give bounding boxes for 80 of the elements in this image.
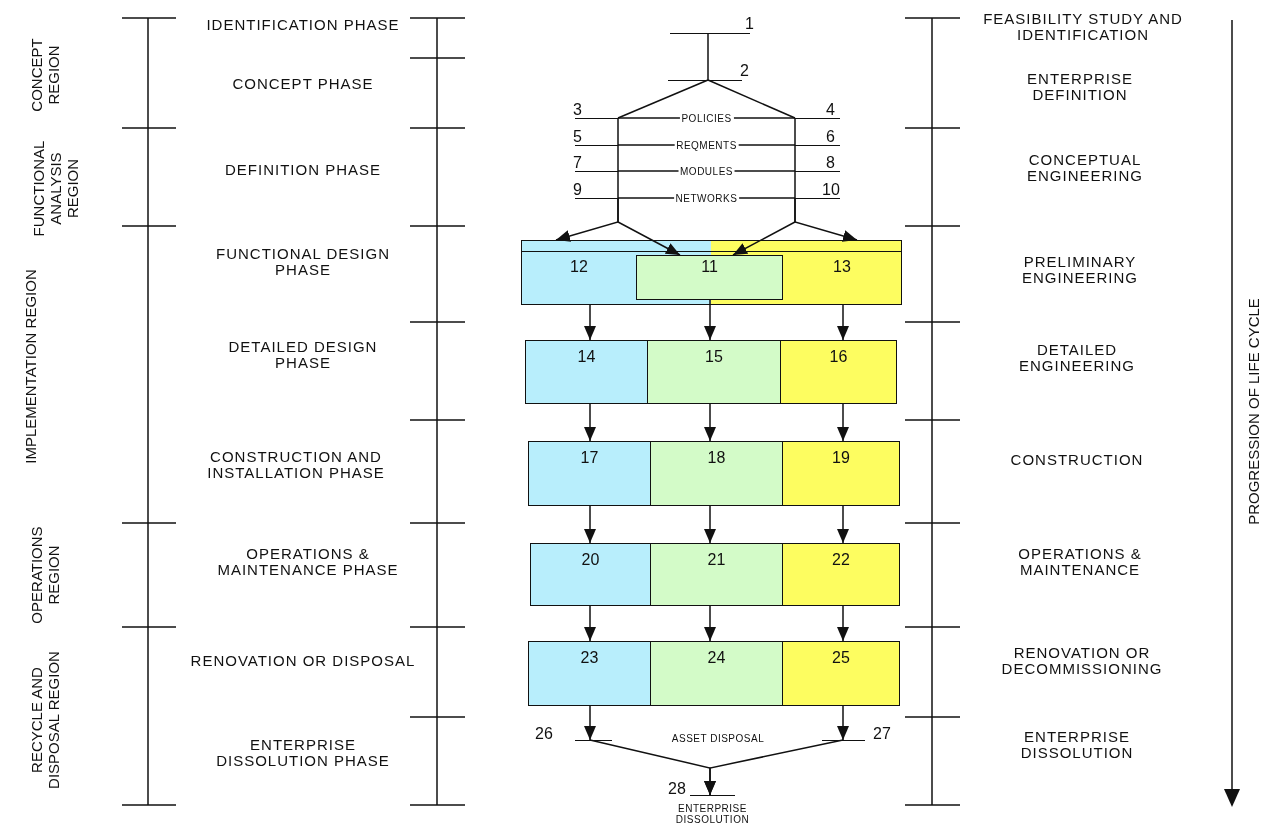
arrow [704, 299, 716, 341]
stage-label: CONCEPTUAL ENGINEERING [1026, 152, 1144, 184]
connector-line [617, 117, 619, 146]
stage-label: ENTERPRISE DEFINITION [1026, 71, 1134, 103]
rotated-label: FUNCTIONAL ANALYSIS REGION [29, 139, 81, 239]
process-box: 11 [636, 255, 783, 300]
rotated-label: RECYCLE AND DISPOSAL REGION [28, 650, 62, 790]
stage-label: CONSTRUCTION [1009, 452, 1145, 468]
arrow [584, 304, 596, 341]
process-box: 22 [782, 543, 900, 606]
arrow [794, 197, 858, 242]
callout-number: 8 [826, 155, 835, 171]
callout-number: 6 [826, 129, 835, 145]
process-box: 14 [525, 340, 648, 404]
process-box: 20 [530, 543, 651, 606]
stage-label: CONSTRUCTION AND INSTALLATION PHASE [206, 449, 386, 481]
connector-line [617, 170, 619, 199]
arrow [837, 705, 849, 741]
process-box: 19 [782, 441, 900, 506]
connector-line [617, 79, 709, 119]
arrow [704, 605, 716, 642]
callout-number: 3 [573, 102, 582, 118]
arrow [837, 304, 849, 341]
connector-line [794, 117, 796, 146]
callout-number: 9 [573, 182, 582, 198]
process-box: 21 [650, 543, 783, 606]
callout-number: 1 [745, 16, 754, 32]
edge-label: REQMENTS [674, 139, 739, 151]
rotated-label: OPERATIONS REGION [28, 525, 62, 625]
process-box: 18 [650, 441, 783, 506]
process-box: 25 [782, 641, 900, 706]
rotated-label: PROGRESSION OF LIFE CYCLE [1244, 297, 1262, 527]
connector-line [794, 170, 796, 199]
arrow [704, 739, 844, 796]
callout-number: 4 [826, 102, 835, 118]
arrow [704, 505, 716, 544]
process-box: 16 [780, 340, 897, 404]
edge-label: MODULES [678, 165, 735, 177]
stage-label: FUNCTIONAL DESIGN PHASE [215, 246, 391, 278]
stage-label: ENTERPRISE DISSOLUTION [1019, 729, 1135, 761]
edge-label: POLICIES [679, 112, 734, 124]
stage-label: ENTERPRISE DISSOLUTION PHASE [215, 737, 391, 769]
callout-number: 7 [573, 155, 582, 171]
stage-label: RENOVATION OR DISPOSAL [189, 653, 417, 669]
connector-line [707, 32, 709, 81]
process-box: 23 [528, 641, 651, 706]
stage-label: RENOVATION OR DECOMMISSIONING [1000, 645, 1164, 677]
callout-number: 28 [668, 781, 686, 797]
stage-label: PRELIMINARY ENGINEERING [1021, 254, 1139, 286]
rotated-label: CONCEPT REGION [28, 37, 62, 114]
stage-label: DETAILED ENGINEERING [1018, 342, 1136, 374]
arrow [837, 605, 849, 642]
stage-label: FEASIBILITY STUDY AND IDENTIFICATION [982, 11, 1184, 43]
node-label: ENTERPRISE DISSOLUTION [674, 803, 751, 825]
process-box: 17 [528, 441, 651, 506]
connector-line [707, 79, 796, 119]
edge-label: NETWORKS [673, 192, 740, 204]
process-box: 24 [650, 641, 783, 706]
stage-label: IDENTIFICATION PHASE [205, 17, 401, 33]
arrow [584, 403, 596, 442]
connector-line [617, 144, 619, 172]
callout-number: 2 [740, 63, 749, 79]
arrow [837, 505, 849, 544]
arrow [837, 403, 849, 442]
arrow [584, 505, 596, 544]
stage-label: DEFINITION PHASE [224, 162, 382, 178]
stage-label: OPERATIONS & MAINTENANCE PHASE [216, 546, 400, 578]
callout-number: 10 [822, 182, 840, 198]
arrow [617, 197, 681, 256]
callout-number: 27 [873, 726, 891, 742]
arrow [584, 705, 596, 741]
stage-label: DETAILED DESIGN PHASE [227, 339, 379, 371]
stage-label: OPERATIONS & MAINTENANCE [1017, 546, 1143, 578]
arrow [584, 605, 596, 642]
stage-label: CONCEPT PHASE [231, 76, 375, 92]
connector-line [794, 144, 796, 172]
callout-number: 26 [535, 726, 553, 742]
arrow [704, 403, 716, 442]
callout-number: 5 [573, 129, 582, 145]
process-box: 15 [647, 340, 781, 404]
